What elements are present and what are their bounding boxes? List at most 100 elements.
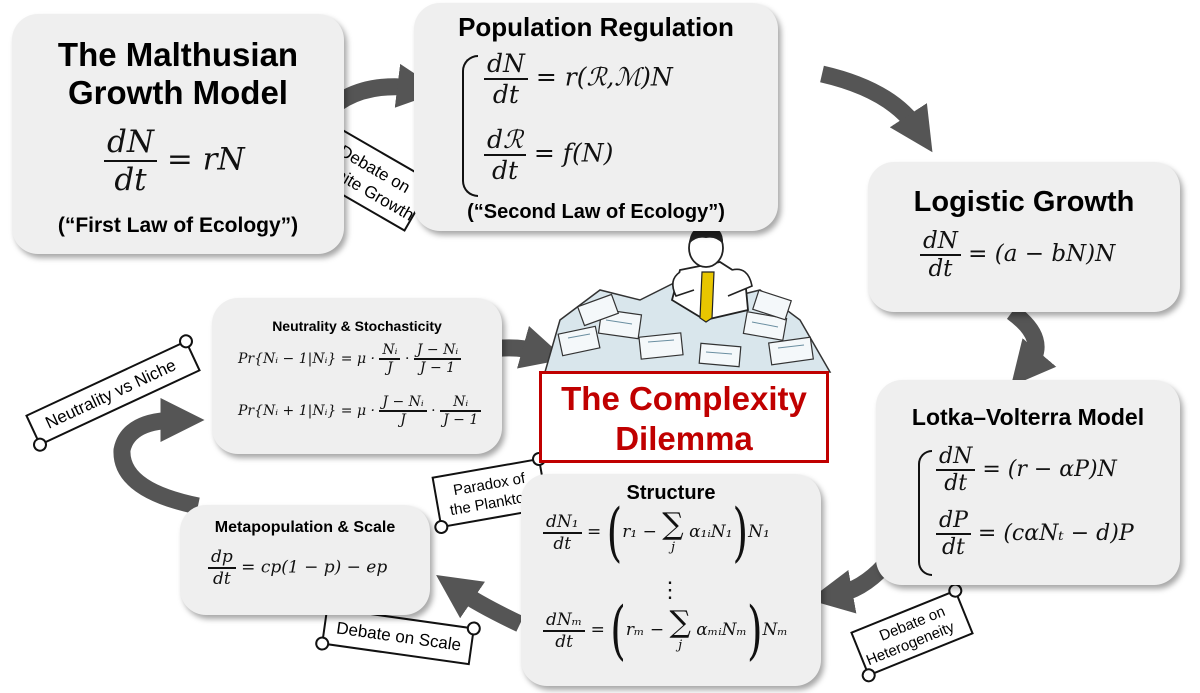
- structure-eqm-r: rₘ −: [625, 620, 665, 640]
- sigma-symbol: ∑: [662, 507, 684, 542]
- neutrality-eq2-f2-num: Nᵢ: [453, 394, 469, 410]
- structure-eqm-tail: Nₘ: [762, 620, 788, 640]
- regulation-brace: [462, 55, 478, 197]
- metapop-eq-num: dp: [211, 547, 233, 567]
- lotka-eq2-num: dP: [939, 508, 968, 533]
- structure-eq1-num: dN₁: [546, 511, 579, 532]
- neutrality-title: Neutrality & Stochasticity: [272, 318, 442, 334]
- neutrality-eq2-dot: ·: [431, 403, 436, 419]
- structure-eqm-den: dt: [543, 629, 586, 652]
- neutrality-eq1-dot: ·: [404, 351, 410, 367]
- structure-vertical-dots: ⋮: [659, 578, 681, 603]
- scroll-plankton: [431, 451, 549, 534]
- neutrality-eq2-f1-num: J − Nᵢ: [382, 394, 424, 410]
- structure-eqm-sum-sub: j: [678, 638, 683, 653]
- structure-eq1-r: r₁ −: [622, 522, 657, 542]
- metapop-title: Metapopulation & Scale: [214, 519, 396, 536]
- sigma-symbol: ∑: [669, 605, 691, 640]
- structure-eqm-sum: ∑j: [669, 605, 691, 654]
- lotka-eq2-rhs: = (cαNₜ − d)P: [977, 521, 1134, 546]
- neutrality-eq1-f1-num: Nᵢ: [382, 342, 398, 358]
- neutrality-eq2-f2-den: J − 1: [440, 410, 482, 428]
- regulation-eq2-rhs: = f(N): [533, 138, 614, 168]
- structure-eqm-num: dNₘ: [546, 609, 583, 630]
- logistic-eq-num: dN: [923, 228, 958, 254]
- lotka-eq1-rhs: = (r − αP)N: [982, 457, 1117, 482]
- neutrality-eq1-f2-den: J − 1: [413, 358, 462, 376]
- structure-eq1-term: α₁ᵢN₁: [689, 522, 733, 542]
- structure-eqm-open-paren: (: [610, 593, 626, 668]
- structure-eq1-sum: ∑j: [662, 507, 684, 556]
- arrow-metapop-to-neutrality: [113, 397, 205, 515]
- structure-eq1-tail: N₁: [748, 522, 770, 542]
- arrow-regulation-to-logistic: [820, 65, 933, 153]
- structure-eq1-close-paren: ): [732, 495, 749, 570]
- scroll-scale: [315, 606, 481, 666]
- lotka-eq1-num: dN: [939, 444, 973, 469]
- logistic-eq-den: dt: [920, 254, 961, 282]
- dilemma-line1: The Complexity: [561, 380, 807, 417]
- malthusian-eq-rhs: = rN: [166, 141, 245, 178]
- structure-eq1-sum-sub: j: [670, 540, 675, 555]
- lotka-eq2-den: dt: [936, 533, 971, 560]
- metapop-eq-den: dt: [208, 567, 236, 589]
- dilemma-line2: Dilemma: [615, 420, 753, 457]
- structure-eqm-equals: =: [590, 620, 611, 640]
- complexity-dilemma-box: The Complexity Dilemma: [539, 371, 829, 463]
- metapop-eq-rhs: = cp(1 − p) − ep: [241, 557, 388, 578]
- structure-eq1-equals: =: [586, 522, 607, 542]
- lotka-eq1-den: dt: [936, 469, 976, 496]
- structure-eq1-den: dt: [543, 531, 582, 554]
- structure-eq1-open-paren: (: [606, 495, 623, 570]
- overwhelmed-person-illustration: [544, 226, 832, 373]
- neutrality-eq1-lhs: Pr{Nᵢ − 1|Nᵢ} = μ ·: [238, 351, 375, 367]
- neutrality-eq2-lhs: Pr{Nᵢ + 1|Nᵢ} = μ ·: [238, 403, 375, 419]
- arrow-logistic-to-lotka: [1006, 305, 1057, 387]
- regulation-title: Population Regulation: [458, 12, 734, 42]
- first-law-label: (“First Law of Ecology”): [57, 214, 299, 237]
- scroll-neutrality-niche: [25, 334, 201, 452]
- lotka-brace: [918, 450, 932, 576]
- malthusian-eq-num: dN: [107, 124, 154, 160]
- scroll-heterogeneity: [850, 583, 974, 683]
- malthusian-eq-den: dt: [104, 160, 157, 198]
- second-law-label: (“Second Law of Ecology”): [467, 201, 725, 223]
- malthusian-title-line2: Growth Model: [68, 74, 288, 111]
- regulation-eq1-den: dt: [484, 78, 528, 109]
- lotka-title: Lotka–Volterra Model: [911, 404, 1145, 430]
- regulation-eq1-num: dN: [487, 49, 525, 78]
- structure-title: Structure: [626, 482, 716, 504]
- logistic-title: Logistic Growth: [913, 186, 1135, 218]
- neutrality-stochasticity-box: Neutrality & Stochasticity Pr{Nᵢ − 1|Nᵢ}…: [212, 298, 502, 454]
- logistic-eq-rhs: = (a − bN)N: [968, 241, 1116, 267]
- arrow-lotka-to-structure: [808, 560, 891, 614]
- structure-eqm-term: αₘᵢNₘ: [696, 620, 747, 640]
- neutrality-eq1-f1-den: J: [379, 358, 401, 376]
- arrow-structure-to-metapop: [436, 575, 524, 632]
- regulation-eq1-rhs: = r(ℛ,ℳ)N: [535, 62, 673, 92]
- structure-eqm-close-paren: ): [746, 593, 763, 668]
- neutrality-eq2-f1-den: J: [379, 410, 427, 428]
- malthusian-title-line1: The Malthusian: [57, 36, 299, 73]
- regulation-eq2-den: dt: [484, 154, 526, 185]
- regulation-eq2-num: dℛ: [487, 125, 523, 154]
- neutrality-eq1-f2-num: J − Nᵢ: [416, 342, 459, 358]
